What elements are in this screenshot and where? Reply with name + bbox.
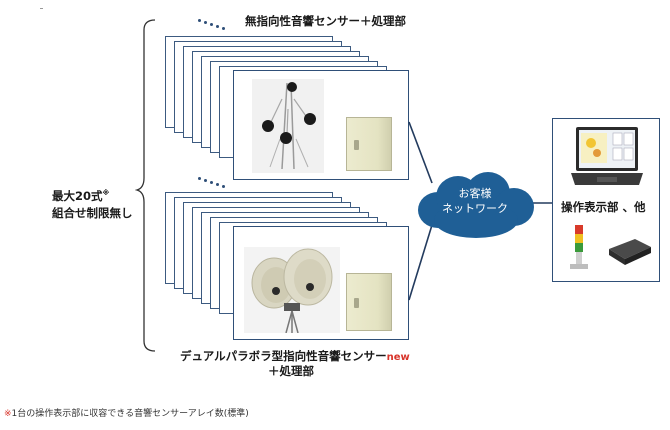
cloud-bubble <box>434 202 518 238</box>
operator-label: 操作表示部 、他 <box>561 200 646 214</box>
bottom-group-label: デュアルパラボラ型指向性音響センサーnew <box>180 348 410 364</box>
ellipsis-dot <box>222 27 225 30</box>
ellipsis-dot <box>210 181 213 184</box>
max-count-text: 最大20式 <box>52 188 103 203</box>
cabinet-handle <box>354 140 359 150</box>
max-combination-label: 最大20式※ 組合せ制限無し <box>52 185 133 222</box>
network-label-line1: お客様 <box>458 187 492 200</box>
ellipsis-dot <box>204 179 207 182</box>
device-box-icon <box>605 233 653 269</box>
omni-sensor-photo <box>252 79 324 173</box>
processor-cabinet <box>346 273 392 331</box>
ellipsis-dot <box>216 183 219 186</box>
network-cloud: お客様 ネットワーク <box>414 170 536 240</box>
network-label-line2: ネットワーク <box>442 202 508 215</box>
parabolic-sensor-photo <box>244 247 340 334</box>
ellipsis-dot <box>216 25 219 28</box>
corner-mark <box>40 8 43 9</box>
bottom-group-sublabel: ＋処理部 <box>268 364 314 378</box>
signal-tower-icon <box>567 223 591 273</box>
footnote-text: ※1台の操作表示部に収容できる音響センサーアレイ数(標準) <box>4 409 249 419</box>
footnote: ※1台の操作表示部に収容できる音響センサーアレイ数(標準) <box>4 406 249 419</box>
omni-sensor-card <box>233 70 409 180</box>
ellipsis-dot <box>210 23 213 26</box>
network-label: お客様 ネットワーク <box>414 186 536 216</box>
new-badge: new <box>386 352 410 363</box>
processor-cabinet <box>346 117 392 171</box>
ellipsis-dot <box>222 185 225 188</box>
cabinet-handle <box>354 298 359 308</box>
no-limit-text: 組合せ制限無し <box>52 205 133 220</box>
footnote-mark: ※ <box>4 409 12 419</box>
footnote-marker: ※ <box>102 189 110 197</box>
ellipsis-dot <box>198 177 201 180</box>
parabolic-sensor-text: デュアルパラボラ型指向性音響センサー <box>180 349 387 363</box>
ellipsis-dot <box>204 21 207 24</box>
operator-panel: 操作表示部 、他 <box>552 118 660 282</box>
ellipsis-dot <box>198 19 201 22</box>
top-group-label: 無指向性音響センサー＋処理部 <box>245 14 406 28</box>
left-bracket <box>135 19 156 352</box>
laptop-icon <box>569 125 645 191</box>
parabolic-sensor-card <box>233 226 409 340</box>
